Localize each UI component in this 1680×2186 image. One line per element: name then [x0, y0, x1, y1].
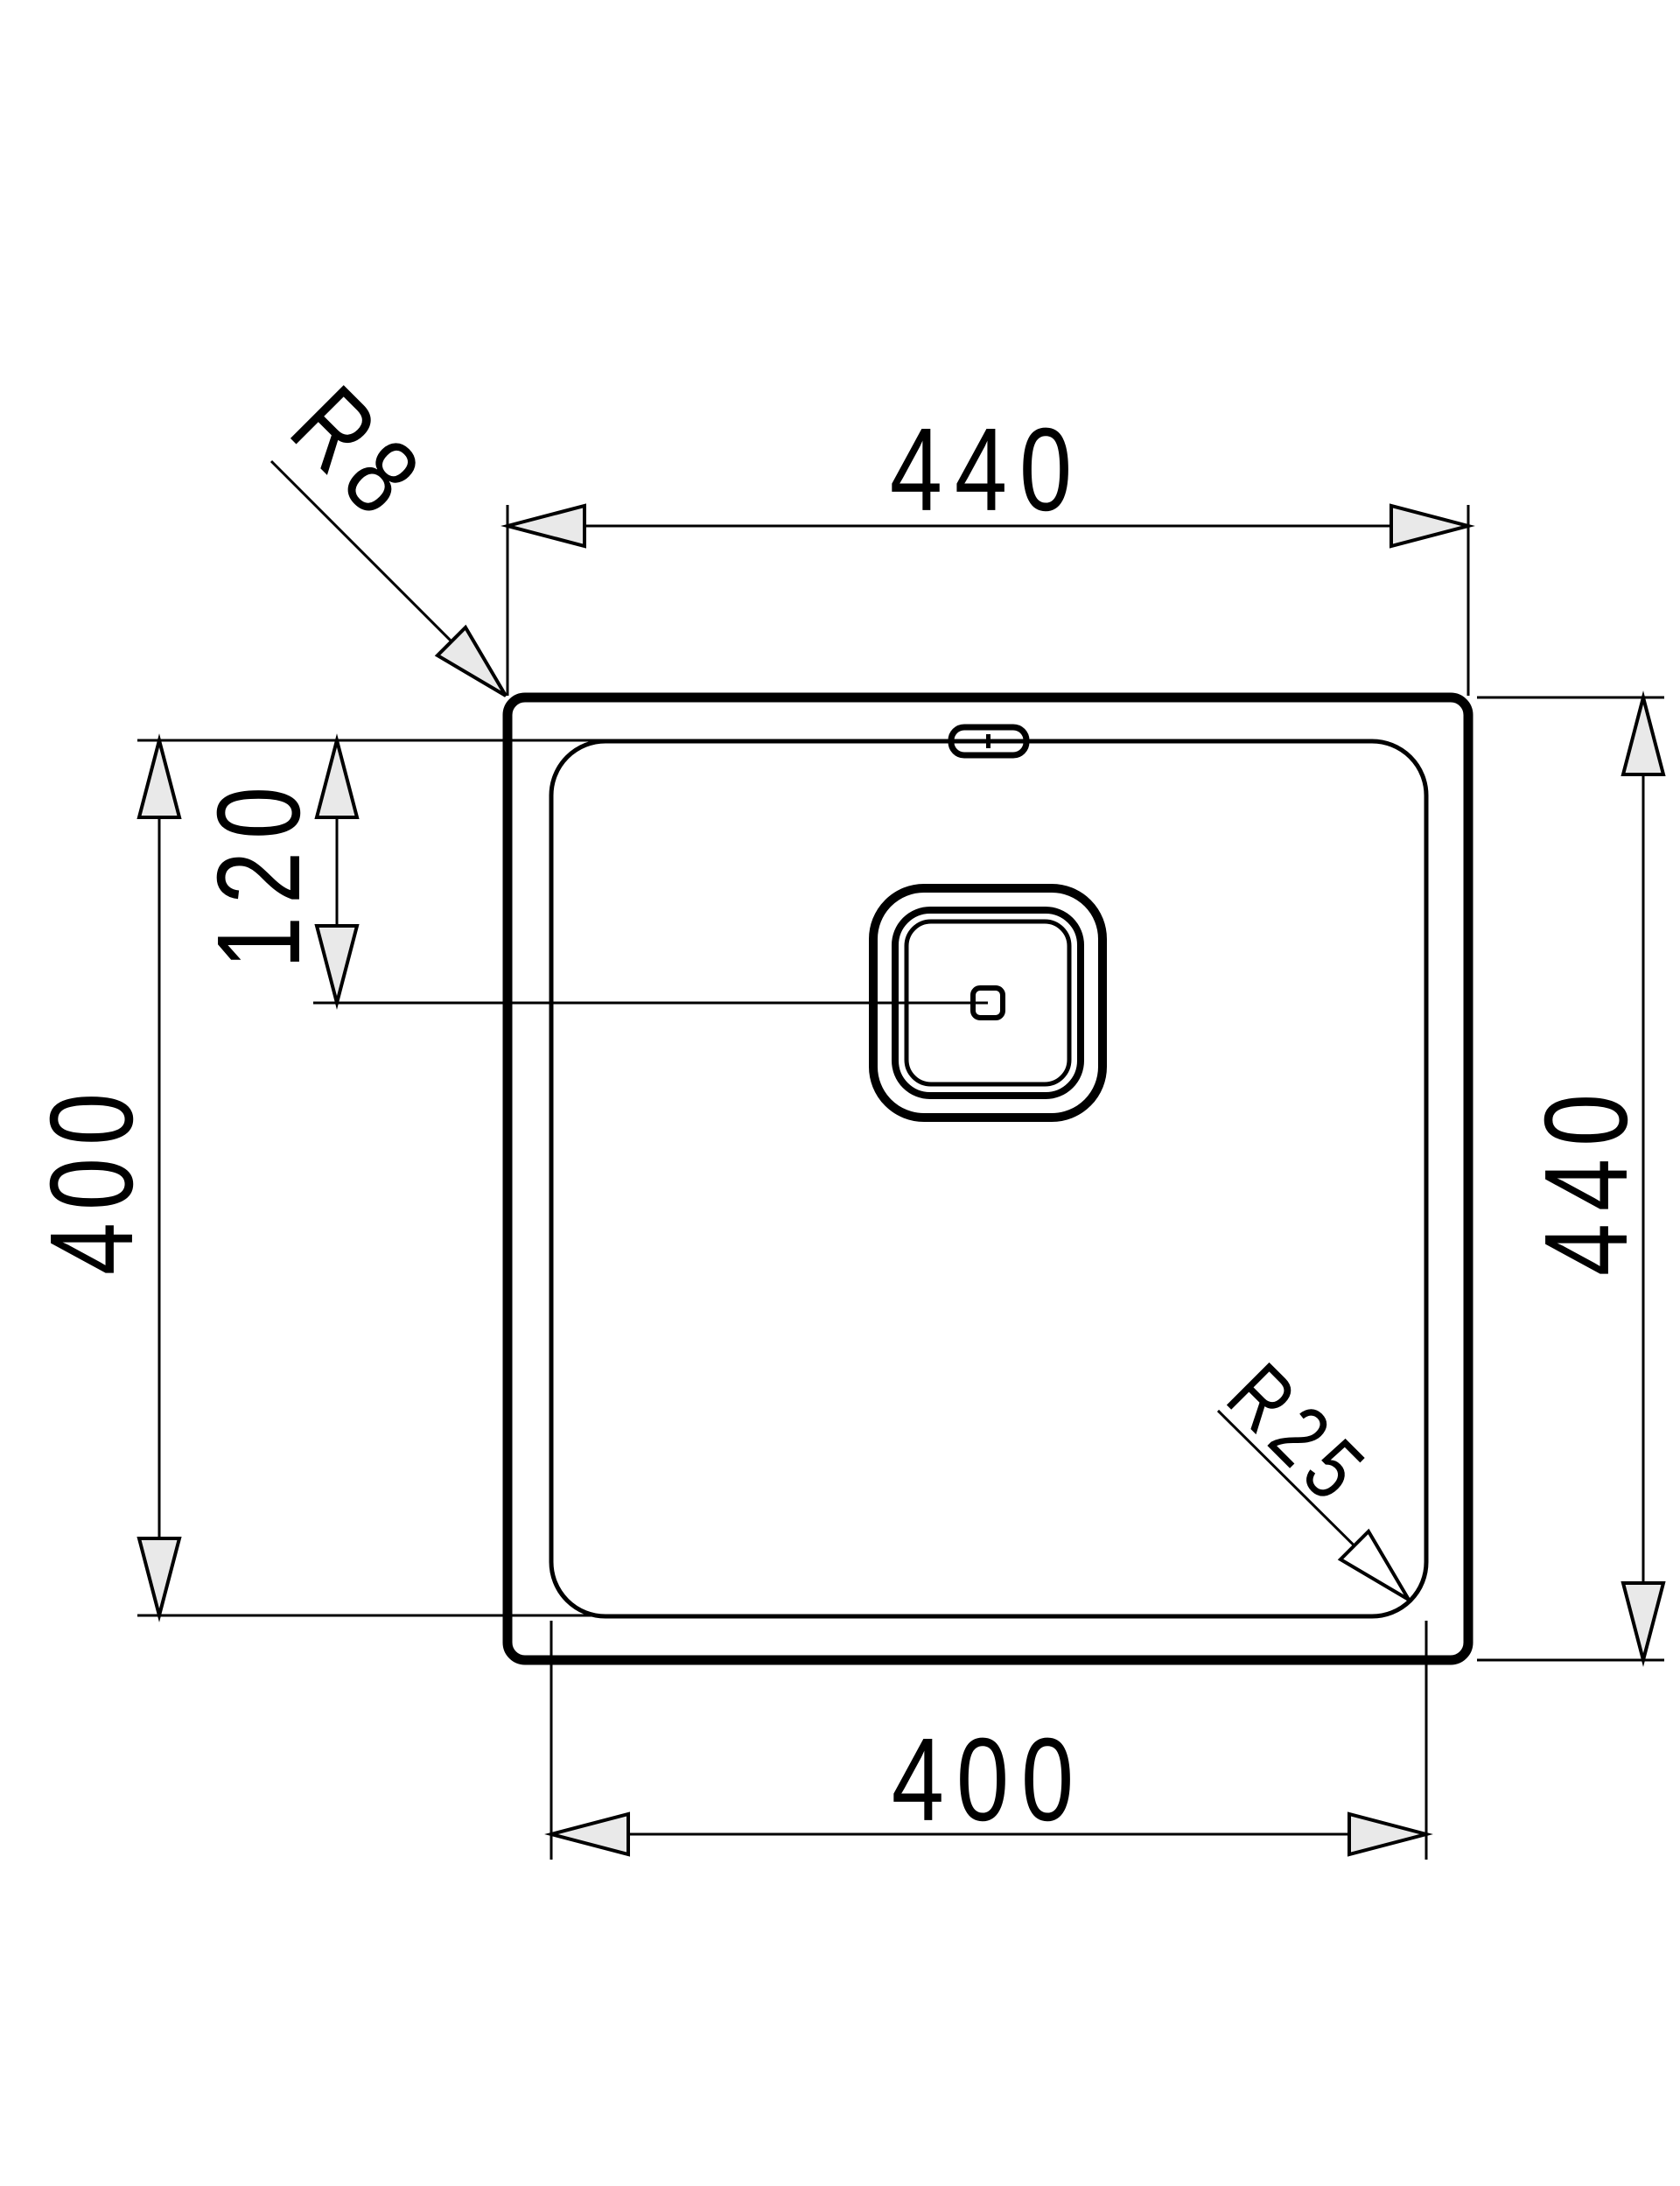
- sink-outer-rim: [502, 692, 1474, 1665]
- arrowhead-left-icon: [500, 503, 586, 549]
- arrowhead-right-icon: [1348, 1811, 1433, 1857]
- dim-right-height: 440: [1477, 690, 1666, 1667]
- dim-left-bowl-height: 400: [24, 733, 612, 1622]
- arrowhead-down-icon: [1620, 1581, 1666, 1667]
- callout-inner-radius: R25: [1209, 1346, 1410, 1601]
- overflow-slot: [948, 724, 1030, 759]
- radius-label-r25: R25: [1209, 1346, 1389, 1525]
- dim-label-drain-offset: 120: [192, 774, 324, 969]
- dim-label-left-bowl-height: 400: [24, 1081, 157, 1275]
- arrowhead-up-icon: [136, 733, 182, 819]
- dim-label-top-width: 440: [890, 403, 1084, 535]
- dim-label-right-height: 440: [1519, 1082, 1651, 1276]
- dim-bottom-bowl-width: 400: [544, 1621, 1433, 1860]
- dim-drain-offset: 120: [192, 733, 988, 1010]
- arrowhead-up-icon: [1620, 690, 1666, 776]
- arrowhead-left-icon: [544, 1811, 630, 1857]
- arrowhead-right-icon: [1390, 503, 1475, 549]
- dim-top-width: 440: [500, 403, 1475, 696]
- arrowhead-down-icon: [314, 924, 360, 1010]
- radius-label-r8: R8: [269, 363, 450, 544]
- arrowhead-diagonal-open-icon: [1337, 1528, 1410, 1601]
- arrowhead-diagonal-icon: [434, 624, 508, 697]
- arrowhead-up-icon: [314, 733, 360, 819]
- callout-outer-radius: R8: [269, 363, 508, 697]
- dim-label-bottom-bowl-width: 400: [892, 1713, 1086, 1845]
- arrowhead-down-icon: [136, 1537, 182, 1622]
